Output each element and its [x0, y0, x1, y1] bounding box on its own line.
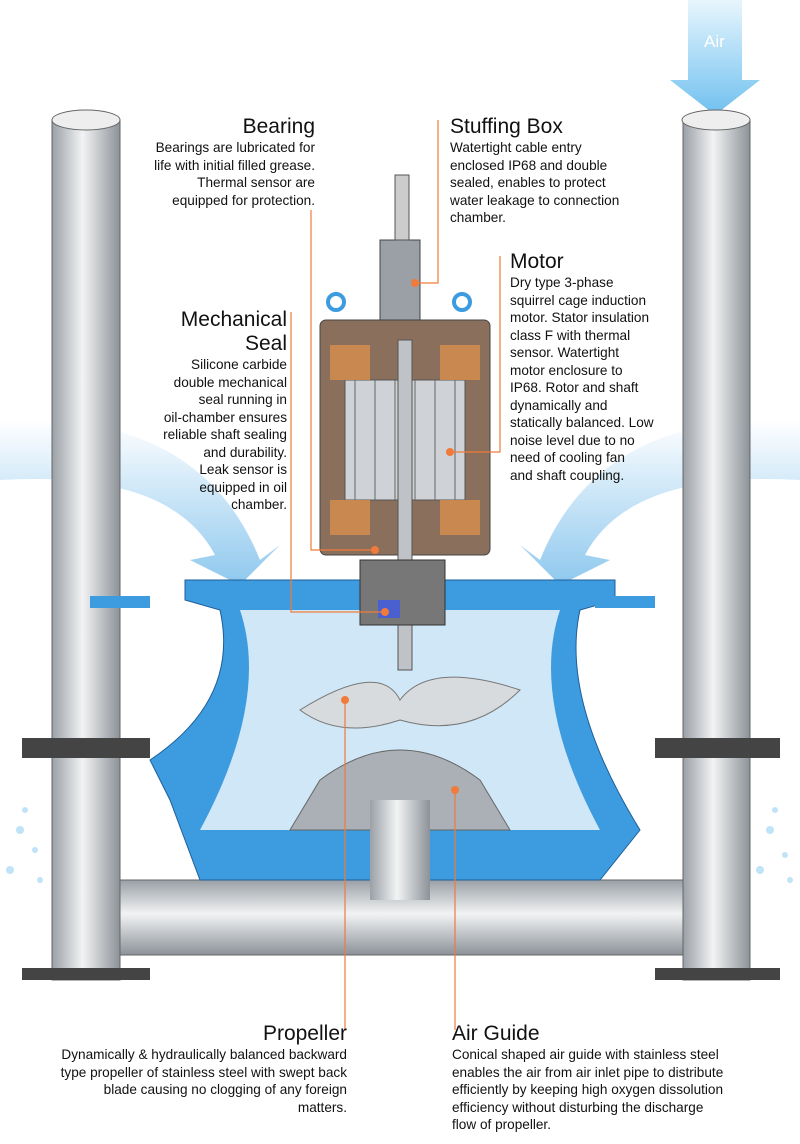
callout-text: Dry type 3-phase squirrel cage induction… — [510, 275, 654, 483]
callout-stuffing-box: Stuffing Box Watertight cable entry encl… — [450, 115, 619, 227]
callout-title: Stuffing Box — [450, 115, 563, 138]
callout-text: Conical shaped air guide with stainless … — [452, 1047, 724, 1132]
callout-title: Mechanical Seal — [180, 308, 287, 355]
callout-title: Propeller — [262, 1022, 347, 1045]
callout-title: Motor — [510, 250, 564, 273]
right-air-pipe — [682, 119, 751, 981]
callout-mechanical-seal: Mechanical Seal Silicone carbide double … — [163, 308, 287, 514]
callout-bearing: Bearing Bearings are lubricated for life… — [154, 115, 315, 209]
air-inflow-arrow — [670, 0, 760, 115]
callout-propeller: Propeller Dynamically & hydraulically ba… — [61, 1022, 347, 1116]
callout-title: Air Guide — [452, 1022, 540, 1045]
callout-text: Dynamically & hydraulically balanced bac… — [60, 1047, 347, 1115]
callout-text: Watertight cable entry enclosed IP68 and… — [450, 140, 620, 225]
air-bubbles — [6, 807, 793, 883]
left-air-pipe — [51, 119, 121, 981]
callout-title: Bearing — [242, 115, 315, 138]
callout-air-guide: Air Guide Conical shaped air guide with … — [452, 1022, 723, 1134]
propeller — [299, 676, 521, 729]
air-label: Air — [704, 32, 725, 51]
callout-text: Bearings are lubricated for life with in… — [154, 140, 315, 208]
callout-text: Silicone carbide double mechanical seal … — [163, 357, 287, 512]
leader-lines — [290, 120, 501, 1030]
callout-motor: Motor Dry type 3-phase squirrel cage ind… — [510, 250, 654, 484]
